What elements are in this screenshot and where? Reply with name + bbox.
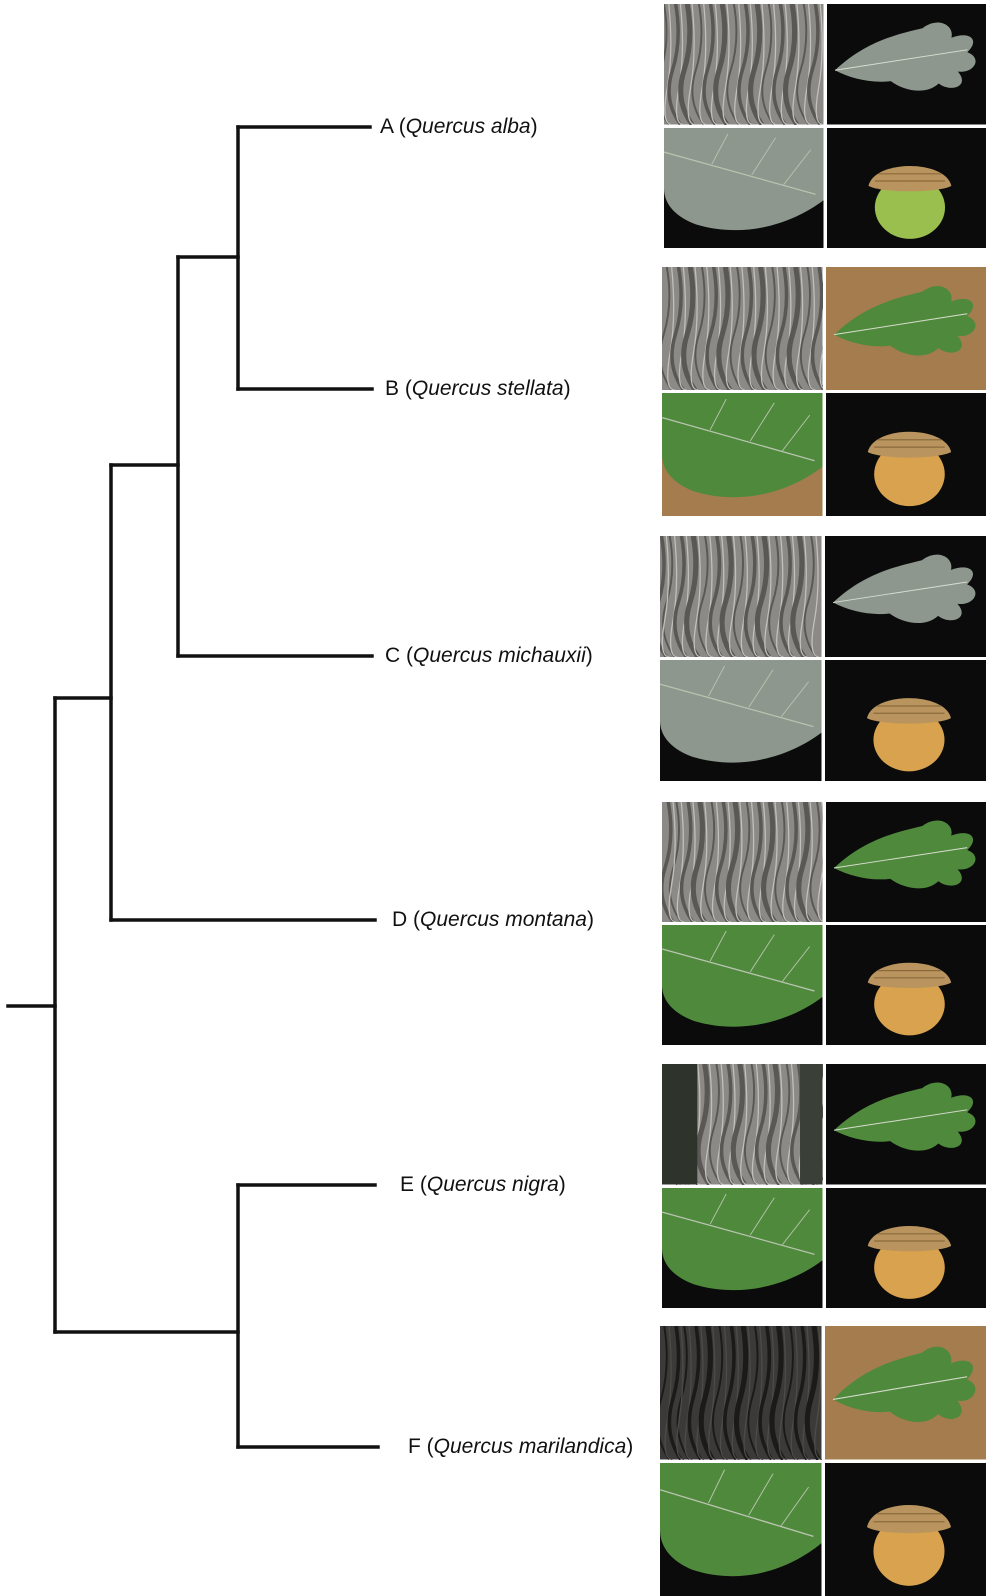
leaf-icon [826,1064,987,1185]
leaf-closeup-icon [660,660,822,781]
taxon-label-b: B (Quercus stellata) [385,377,571,401]
bark-icon [662,802,823,922]
specimen-photo-panel-d [662,802,986,1045]
acorn-icon [827,128,987,249]
open-paren: ( [427,1435,434,1458]
acorn-icon [826,925,987,1045]
taxon-label-a: A (Quercus alba) [380,115,538,139]
acorn-icon [826,1188,987,1309]
specimen-photo-panel-b [662,267,986,516]
leaf-closeup-icon [660,1463,822,1596]
specimen-photo-panel-c [660,536,986,781]
specimen-photo-panel-f [660,1326,986,1596]
taxon-letter: A [380,115,393,138]
open-paren: ( [399,115,406,138]
taxon-letter: D [392,908,407,931]
species-name: Quercus nigra [427,1173,559,1196]
species-name: Quercus michauxii [413,644,586,667]
taxon-label-f: F (Quercus marilandica) [408,1435,633,1459]
close-paren: ) [564,377,571,400]
leaf-closeup-icon [662,393,823,516]
acorn-icon [825,1463,987,1596]
leaf-icon [825,536,987,657]
leaf-icon [826,802,987,922]
bark-icon [662,267,823,390]
species-name: Quercus montana [420,908,587,931]
leaf-icon [825,1326,987,1460]
open-paren: ( [405,377,412,400]
taxon-letter: E [400,1173,414,1196]
leaf-closeup-icon [662,925,823,1045]
species-name: Quercus stellata [412,377,564,400]
taxon-letter: B [385,377,399,400]
bark-icon [662,1064,823,1185]
leaf-icon [827,4,987,125]
taxon-letter: F [408,1435,421,1458]
close-paren: ) [586,644,593,667]
close-paren: ) [626,1435,633,1458]
open-paren: ( [420,1173,427,1196]
phylogenetic-tree [0,0,660,1596]
open-paren: ( [413,908,420,931]
taxon-label-d: D (Quercus montana) [392,908,594,932]
acorn-icon [825,660,987,781]
taxon-label-e: E (Quercus nigra) [400,1173,566,1197]
acorn-icon [826,393,987,516]
taxon-letter: C [385,644,400,667]
leaf-icon [826,267,987,390]
leaf-closeup-icon [662,1188,823,1309]
species-name: Quercus alba [406,115,531,138]
taxon-label-c: C (Quercus michauxii) [385,644,593,668]
bark-icon [660,1326,822,1460]
leaf-closeup-icon [664,128,824,249]
species-name: Quercus marilandica [434,1435,627,1458]
close-paren: ) [531,115,538,138]
close-paren: ) [559,1173,566,1196]
open-paren: ( [406,644,413,667]
bark-icon [664,4,824,125]
specimen-photo-panel-e [662,1064,986,1308]
close-paren: ) [587,908,594,931]
specimen-photo-panel-a [664,4,986,248]
bark-icon [660,536,822,657]
